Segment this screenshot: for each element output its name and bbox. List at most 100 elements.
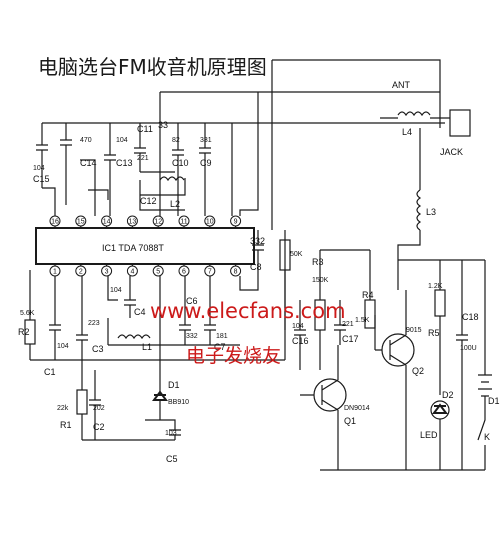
circuit-wiring: [24, 59, 492, 471]
label-r5-value: 1.2K: [428, 283, 443, 290]
label-c11-value: 33: [158, 120, 168, 130]
label-c8-value: 332: [250, 236, 265, 246]
label-q1: Q1: [344, 416, 356, 426]
label-c15-value: 104: [33, 165, 45, 172]
label-r3-value: 150K: [312, 277, 329, 284]
ic-top-pin-number: 16: [51, 219, 59, 226]
label-r2-value: 5.6K: [20, 310, 35, 317]
label-r4: R4: [362, 290, 374, 300]
label-c14-value: 470: [80, 137, 92, 144]
q1-transistor-symbol: [313, 378, 347, 412]
ic-bottom-pin-6: [178, 265, 190, 277]
ic-top-pin-number: 15: [77, 219, 85, 226]
ic-top-pin-number: 14: [103, 219, 111, 226]
ic-bottom-pin-number: 6: [182, 269, 186, 276]
component-labels: ANT L4 JACK L3 104 C15 470 C14 104 C13 C…: [18, 80, 500, 464]
ic-top-pin-number: 10: [206, 219, 214, 226]
label-l2: L2: [170, 199, 180, 209]
q2-transistor-symbol: [381, 333, 415, 367]
label-c18-value: 100U: [460, 345, 477, 352]
label-r3: R3: [312, 257, 324, 267]
label-battery: D1: [488, 396, 500, 406]
label-q2: Q2: [412, 366, 424, 376]
label-c8: C8: [250, 262, 262, 272]
label-c13: C13: [116, 158, 133, 168]
label-r1-value: 22k: [57, 405, 69, 412]
ic-pins-top: 16 15 14 13 12 11 10 9: [49, 215, 242, 228]
label-c2: C2: [93, 422, 105, 432]
label-c10-value: 82: [172, 137, 180, 144]
ic-top-pin-number: 9: [234, 219, 238, 226]
label-c2-value: 202: [93, 405, 105, 412]
ic-bottom-pin-4: [126, 265, 138, 277]
ic-top-pin-9: [230, 215, 242, 227]
ic-top-pin-11: [178, 215, 190, 227]
label-c14: C14: [80, 158, 97, 168]
label-c3: C3: [92, 344, 104, 354]
label-led: LED: [420, 430, 438, 440]
ic-top-pin-number: 12: [154, 219, 162, 226]
label-c7-value: 332: [186, 333, 198, 340]
label-c1-value: 104: [57, 343, 69, 350]
label-c17: C17: [342, 334, 359, 344]
label-d1: D1: [168, 380, 180, 390]
label-c1: C1: [44, 367, 56, 377]
ic-bottom-pin-5: [152, 265, 164, 277]
ic-bottom-pin-number: 3: [105, 269, 109, 276]
label-c12: C12: [140, 196, 157, 206]
label-ant: ANT: [392, 80, 411, 90]
label-q2-value: 9015: [406, 327, 422, 334]
label-d2: D2: [442, 390, 454, 400]
jack-symbol: [449, 109, 471, 137]
label-c16: C16: [292, 336, 309, 346]
label-d1-value: BB910: [168, 399, 189, 406]
label-r4-value: 1.5K: [355, 317, 370, 324]
label-c13-value: 104: [116, 137, 128, 144]
label-c4-value: 104: [110, 287, 122, 294]
label-c6: C6: [186, 296, 198, 306]
label-c4: C4: [134, 307, 146, 317]
label-q1-value: DN9014: [344, 405, 370, 412]
ic-bottom-pin-number: 5: [156, 269, 160, 276]
label-pot-value: 50K: [290, 251, 303, 258]
label-l3: L3: [426, 207, 436, 217]
ic-bottom-pin-8: [230, 265, 242, 277]
watermark-site-cn: 电子发烧友: [186, 345, 281, 367]
watermark-site: www.elecfans.com: [150, 299, 346, 323]
label-l4: L4: [402, 127, 412, 137]
ic-bottom-pin-2: [75, 265, 87, 277]
label-r1: R1: [60, 420, 72, 430]
ic-top-pin-14: [101, 215, 113, 227]
label-c16-value: 104: [292, 323, 304, 330]
ic-top-pin-12: [152, 215, 164, 227]
ic-bottom-pin-number: 2: [79, 269, 83, 276]
ic-top-pin-13: [126, 215, 138, 227]
ic-body: [35, 227, 255, 265]
label-r2: R2: [18, 327, 30, 337]
label-c15: C15: [33, 174, 50, 184]
label-c12-value: 221: [137, 155, 149, 162]
label-c5-value: 103: [165, 430, 177, 437]
label-c18: C18: [462, 312, 479, 322]
label-c9: C9: [200, 158, 212, 168]
label-c3-value: 223: [88, 320, 100, 327]
label-l1: L1: [142, 342, 152, 352]
ic-bottom-pin-number: 1: [53, 269, 57, 276]
label-jack: JACK: [440, 147, 463, 157]
ic-top-pin-number: 11: [180, 219, 187, 226]
label-c6-value: 181: [216, 333, 228, 340]
ic-top-pin-15: [75, 215, 87, 227]
ic-bottom-pin-number: 7: [208, 269, 212, 276]
label-c17-value: 221: [342, 321, 354, 328]
ic-top-pin-number: 13: [129, 219, 137, 226]
label-c10: C10: [172, 158, 189, 168]
ic-bottom-pin-3: [101, 265, 113, 277]
ic-label: IC1 TDA 7088T: [102, 243, 164, 253]
label-c9-value: 331: [200, 137, 212, 144]
label-r5: R5: [428, 328, 440, 338]
label-c7: C7: [214, 342, 226, 352]
label-switch-k: K: [484, 432, 490, 442]
ic-bottom-pin-number: 8: [234, 269, 238, 276]
